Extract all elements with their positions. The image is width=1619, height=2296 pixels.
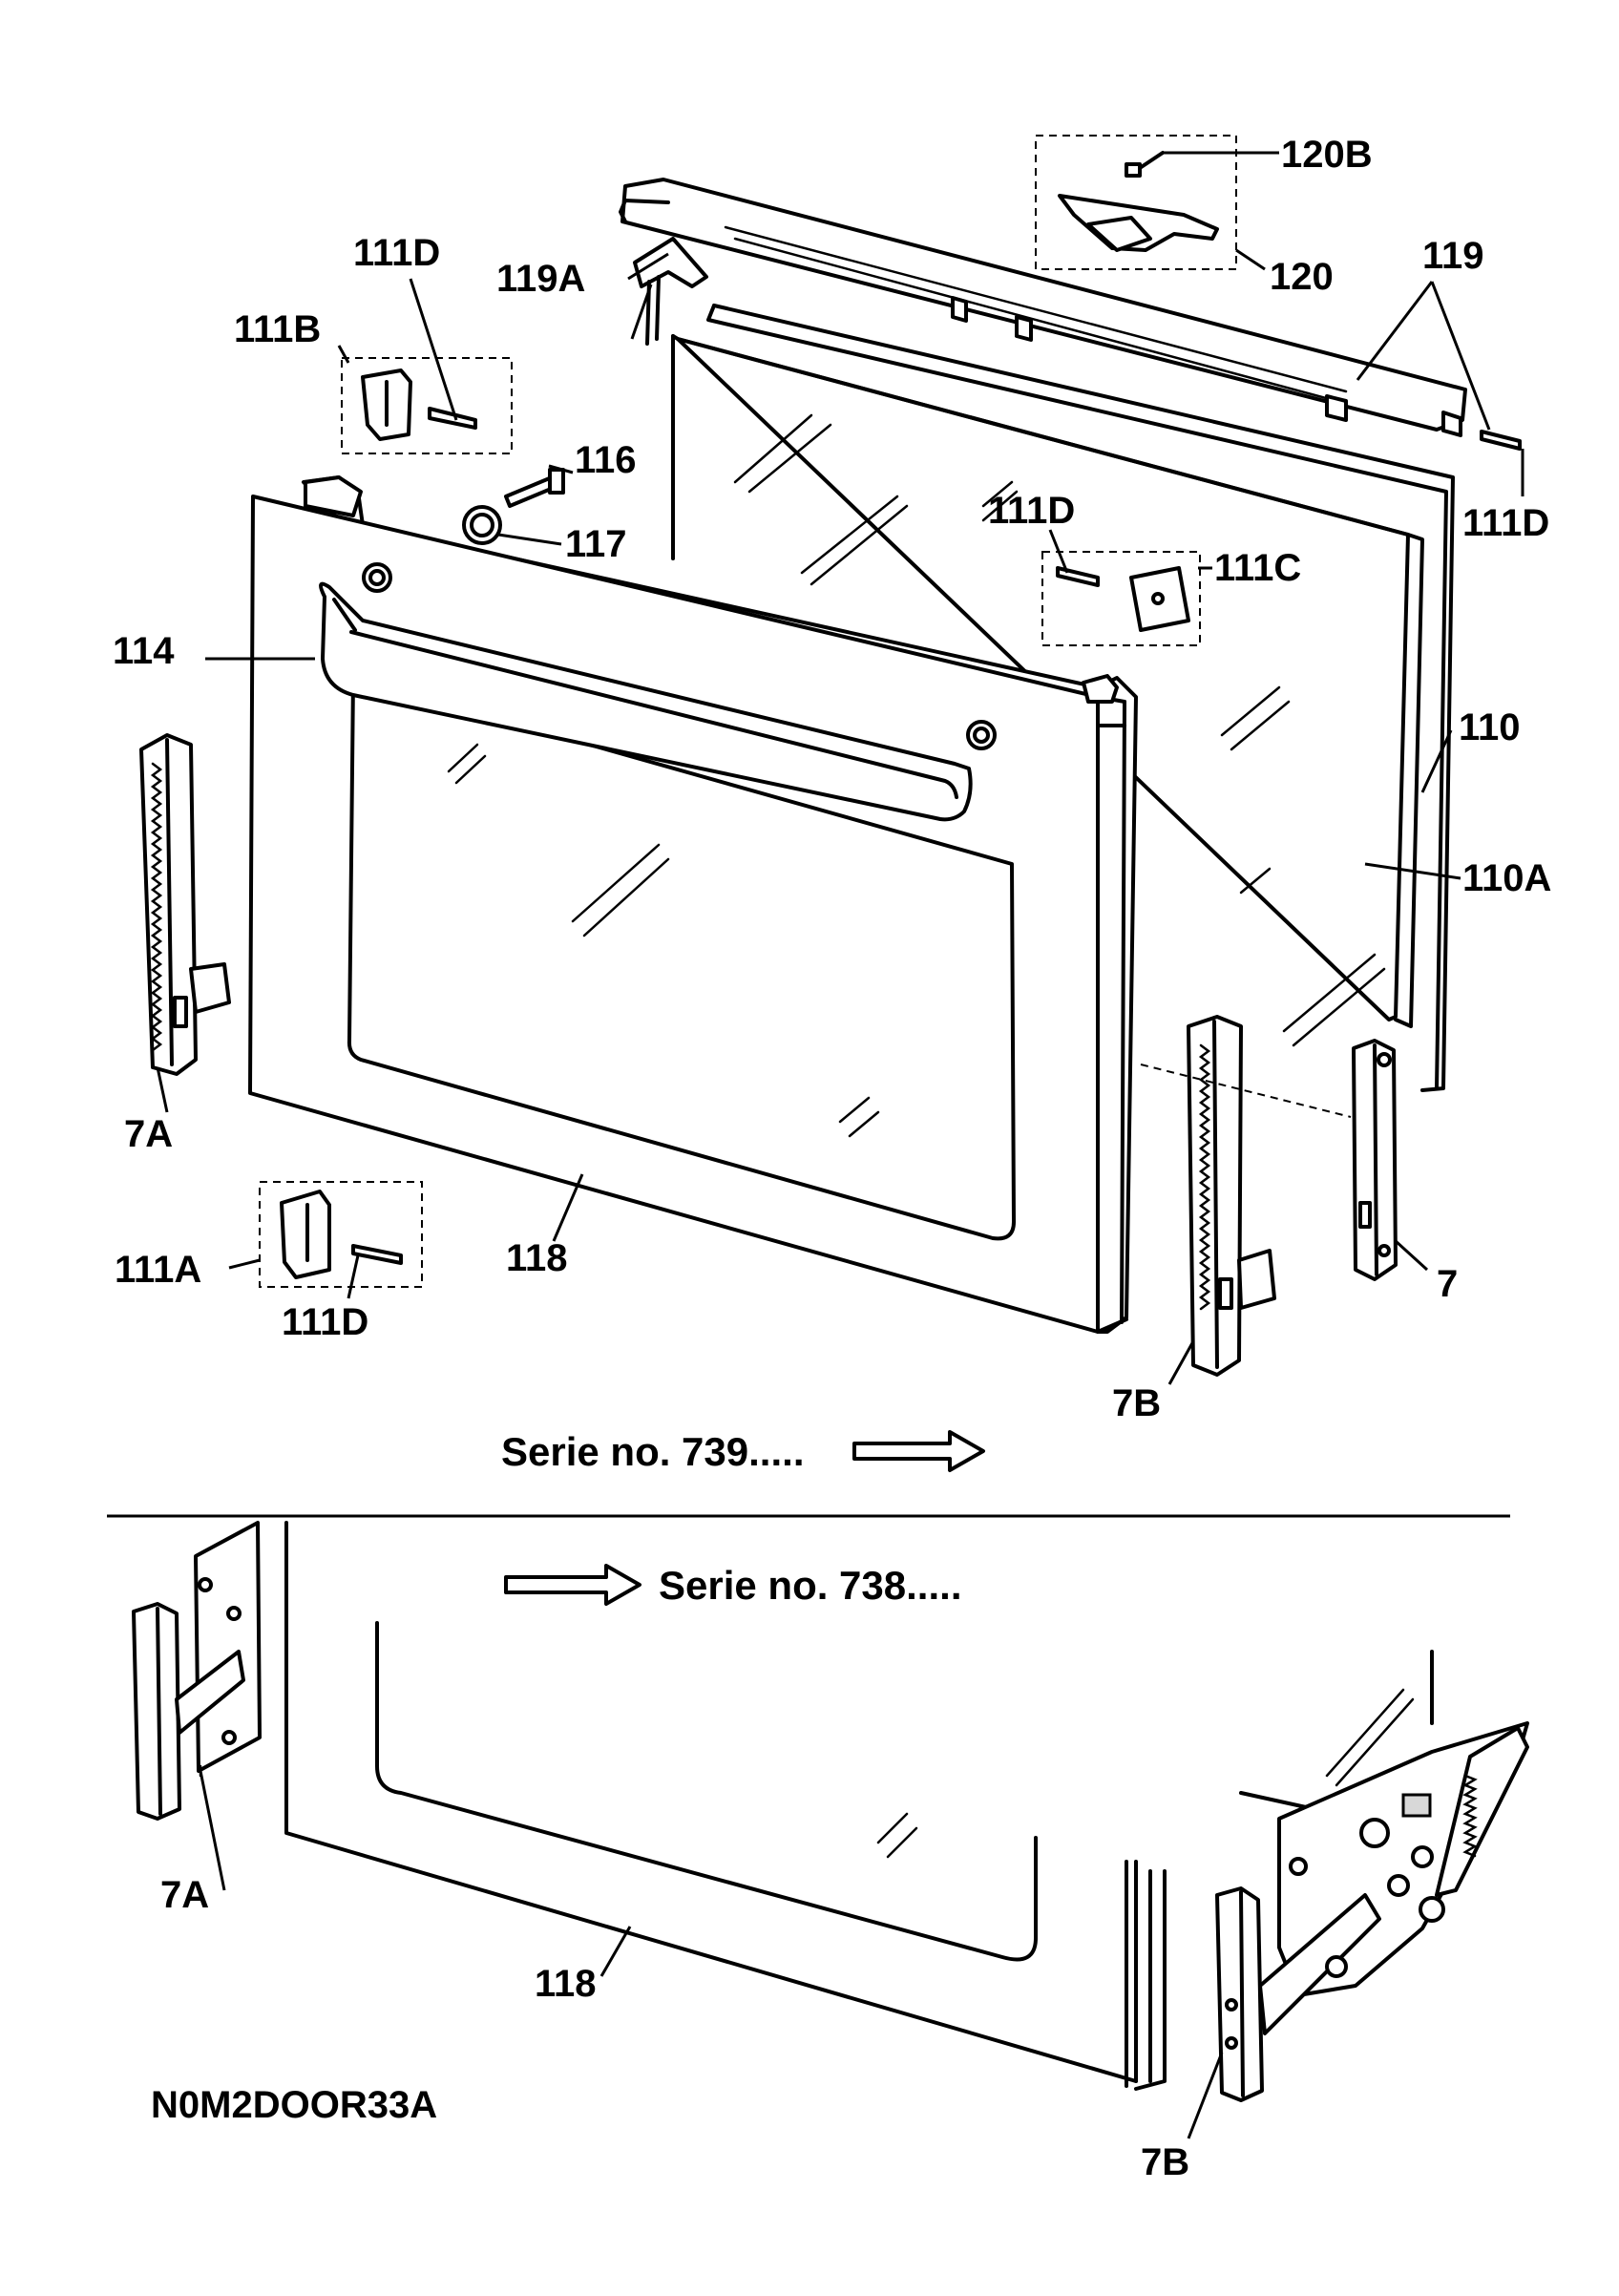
hinge-7a-upper xyxy=(139,733,231,1076)
callout-120b: 120B xyxy=(1281,134,1373,176)
callout-118-bottom: 118 xyxy=(535,1963,597,2005)
leader-lines xyxy=(156,151,1524,2139)
hinge-7a-lower xyxy=(132,1521,262,1821)
callout-110a: 110A xyxy=(1462,857,1552,899)
callout-111c: 111C xyxy=(1214,547,1302,589)
callout-117: 117 xyxy=(565,523,627,565)
part-111a-group xyxy=(259,1181,423,1288)
screw-116 xyxy=(504,468,565,508)
part-120-group xyxy=(1035,135,1237,270)
callout-119: 119 xyxy=(1422,235,1484,277)
door-handle xyxy=(319,581,973,822)
washer-117 xyxy=(462,505,502,545)
callout-119a: 119A xyxy=(496,258,586,300)
arrow-lower-serie xyxy=(504,1564,641,1606)
callout-7b-top: 7B xyxy=(1112,1382,1162,1424)
callout-118-top: 118 xyxy=(506,1237,568,1279)
drawing-code: N0M2DOOR33A xyxy=(151,2084,438,2126)
callout-116: 116 xyxy=(575,439,637,481)
callout-7a-bottom: 7A xyxy=(160,1874,210,1916)
hinge-7b-lower xyxy=(1215,1650,1529,2102)
lower-door-panel xyxy=(284,1521,1167,2091)
bracket-119a xyxy=(633,237,708,346)
serie-upper-label: Serie no. 739..... xyxy=(501,1429,805,1474)
callout-7b-bottom: 7B xyxy=(1141,2141,1190,2183)
serie-lower-label: Serie no. 738..... xyxy=(659,1563,962,1608)
hinge-7b-upper xyxy=(1187,1015,1276,1377)
callout-110: 110 xyxy=(1459,706,1521,748)
callout-111b: 111B xyxy=(234,308,322,350)
callout-7a-top: 7A xyxy=(124,1113,174,1155)
hinge-7 xyxy=(1352,1039,1398,1281)
top-trim-strip xyxy=(619,178,1467,437)
callout-111d-mid: 111D xyxy=(988,490,1076,532)
callout-114: 114 xyxy=(113,630,175,672)
callout-111d-bottom: 111D xyxy=(282,1301,369,1343)
callout-111a: 111A xyxy=(115,1249,202,1291)
arrow-upper-serie xyxy=(852,1430,985,1472)
pin-111d-right xyxy=(1480,430,1522,451)
callout-7: 7 xyxy=(1437,1263,1459,1305)
part-111b-group xyxy=(341,357,513,454)
callout-120: 120 xyxy=(1270,256,1334,298)
callout-111d-right: 111D xyxy=(1462,502,1550,544)
callout-111d-top: 111D xyxy=(353,232,441,274)
